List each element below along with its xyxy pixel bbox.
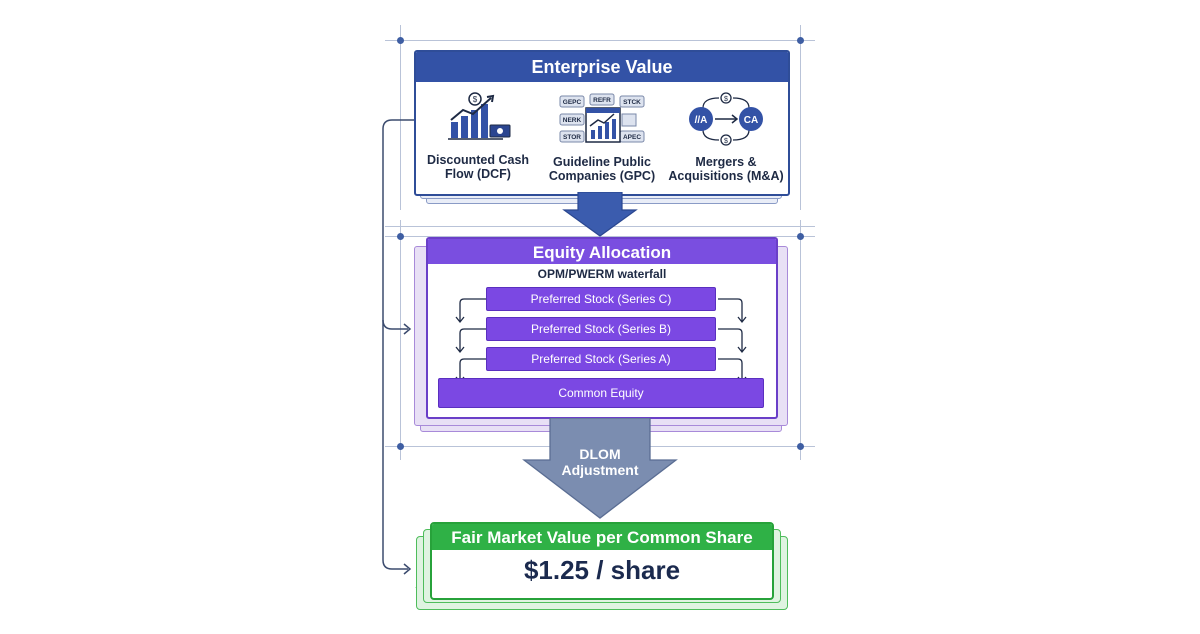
dlom-arrow [522,418,678,519]
guide-dot [797,443,804,450]
waterfall-arrows [455,298,747,384]
ticker-label: APEC [623,134,641,141]
equity-allocation-subtitle: OPM/PWERM waterfall [537,267,667,281]
guide-line [800,220,801,460]
guide-dot [397,443,404,450]
tier-series-b: Preferred Stock (Series B) [486,317,716,341]
ticker-label: NERK [563,117,582,124]
method-dcf: $ Discounted Cash Flow (DCF) [416,92,540,181]
guide-line [385,40,815,41]
method-gpc-label: Guideline Public Companies (GPC) [548,155,656,183]
fair-market-value-box: Fair Market Value per Common Share $1.25… [430,522,774,600]
connector-lines [382,119,415,575]
equity-allocation-title: Equity Allocation [428,239,776,264]
guide-dot [397,37,404,44]
tier-common-equity: Common Equity [438,378,764,408]
fmv-title: Fair Market Value per Common Share [432,524,772,550]
guide-dot [797,37,804,44]
svg-text:$: $ [724,138,728,145]
tier-series-c: Preferred Stock (Series C) [486,287,716,311]
enterprise-value-title: Enterprise Value [416,52,788,82]
guide-line [800,25,801,210]
guide-line [400,220,401,460]
method-ma: $ $ //A CA Mergers & Acquisitions (M&A) [664,92,788,183]
logo-label: CA [744,115,758,126]
ticker-label: REFR [593,97,611,104]
guide-line [400,25,401,210]
logo-label: //A [695,115,708,126]
svg-text:$: $ [724,96,728,103]
ticker-label: STCK [623,99,641,106]
guide-dot [797,233,804,240]
fmv-value: $1.25 / share [523,555,681,585]
merger-icon: $ $ //A CA [689,92,763,146]
gpc-tickers-icon: GEPC REFR STCK NERK STOR APEC [559,93,645,143]
method-dcf-label: Discounted Cash Flow (DCF) [426,153,530,181]
tier-series-a: Preferred Stock (Series A) [486,347,716,371]
ticker-label: GEPC [563,99,582,106]
method-ma-label: Mergers & Acquisitions (M&A) [668,155,784,183]
equity-allocation-box: Equity Allocation OPM/PWERM waterfall Pr… [426,237,778,419]
ticker-label: STOR [563,134,581,141]
enterprise-value-box: Enterprise Value $ Discounted Cash Flow … [414,50,790,196]
ev-down-arrow [562,192,638,237]
guide-dot [397,233,404,240]
dcf-chart-icon: $ [448,92,511,140]
method-gpc: GEPC REFR STCK NERK STOR APEC Guidel [540,92,664,183]
dlom-label: DLOM Adjustment [561,446,639,478]
svg-text:$: $ [473,95,478,104]
